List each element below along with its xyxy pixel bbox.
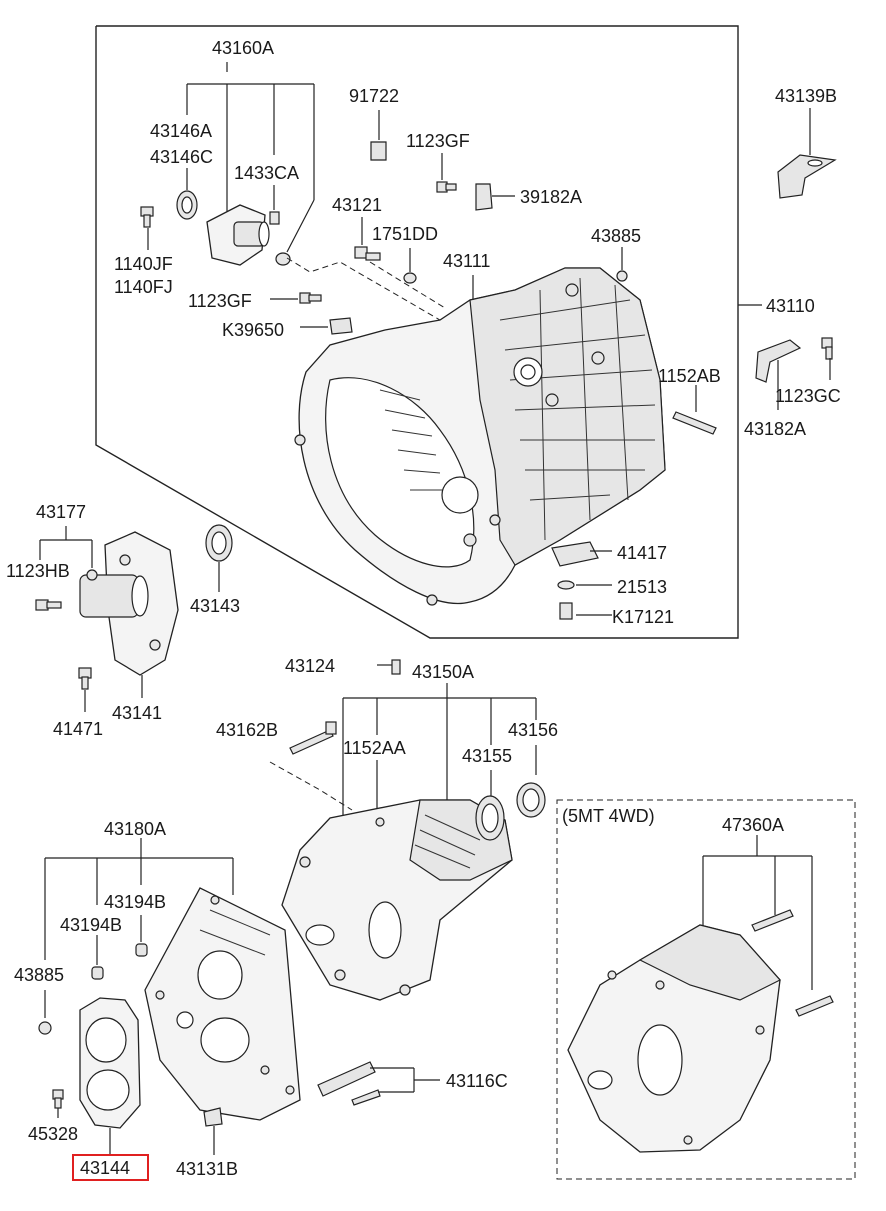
part-number-labels: 43160A 43146A 43146C 1433CA 1140JF 1140F… <box>6 38 841 1179</box>
rear-cover-43180a <box>38 838 301 1155</box>
label-43150a: 43150A <box>412 662 474 682</box>
label-43162b: 43162B <box>216 720 278 740</box>
label-1140jf: 1140JF <box>114 254 173 274</box>
label-1123gf-left: 1123GF <box>188 291 252 311</box>
highlight-box-43144 <box>72 1154 149 1181</box>
label-43144: 43144 <box>80 1158 130 1178</box>
label-43139b: 43139B <box>775 86 837 106</box>
label-1123hb: 1123HB <box>6 561 70 581</box>
label-1123gc: 1123GC <box>775 386 841 406</box>
sensor-and-bolt-parts <box>354 110 628 284</box>
label-5mt-4wd: (5MT 4WD) <box>562 806 655 826</box>
label-k39650: K39650 <box>222 320 284 340</box>
label-43141: 43141 <box>112 703 162 723</box>
label-39182a: 39182A <box>520 187 582 207</box>
label-21513: 21513 <box>617 577 667 597</box>
label-43143: 43143 <box>190 596 240 616</box>
label-43110: 43110 <box>766 296 815 316</box>
option-5mt-4wd-frame <box>556 799 856 1180</box>
breather-43116c <box>317 1061 440 1106</box>
label-1152ab: 1152AB <box>658 366 721 386</box>
label-43155: 43155 <box>462 746 512 766</box>
label-1140fj: 1140FJ <box>114 277 173 297</box>
extension-housing-43150a <box>269 659 546 1001</box>
label-1152aa: 1152AA <box>343 738 406 758</box>
label-43121: 43121 <box>332 195 382 215</box>
label-43885-bottom: 43885 <box>14 965 64 985</box>
label-41471: 41471 <box>53 719 103 739</box>
label-1751dd: 1751DD <box>372 224 438 244</box>
label-43182a: 43182A <box>744 419 806 439</box>
label-1433ca: 1433CA <box>234 163 299 183</box>
extension-cover-43141 <box>35 526 179 712</box>
label-47360a: 47360A <box>722 815 784 835</box>
label-41417: 41417 <box>617 543 667 563</box>
label-43124: 43124 <box>285 656 335 676</box>
oil-seal-43143 <box>205 524 233 592</box>
label-k17121: K17121 <box>612 607 674 627</box>
label-43111: 43111 <box>443 251 490 271</box>
bracket-43182a <box>755 337 833 410</box>
label-43194b-lower: 43194B <box>60 915 122 935</box>
transmission-case-drawing <box>294 247 717 620</box>
label-91722: 91722 <box>349 86 399 106</box>
label-1123gf-top: 1123GF <box>406 131 470 151</box>
bracket-43139b <box>777 108 837 199</box>
label-43180a: 43180A <box>104 819 166 839</box>
label-43194b-upper: 43194B <box>104 892 166 912</box>
label-43156: 43156 <box>508 720 558 740</box>
label-43146a: 43146A <box>150 121 212 141</box>
label-43885-top: 43885 <box>591 226 641 246</box>
label-43116c: 43116C <box>446 1071 508 1091</box>
label-43146c: 43146C <box>150 147 213 167</box>
label-43160a: 43160A <box>212 38 274 58</box>
bearing-retainer-group <box>140 62 446 335</box>
main-case-group-frame <box>95 25 762 639</box>
label-45328: 45328 <box>28 1124 78 1144</box>
label-43131b: 43131B <box>176 1159 238 1179</box>
label-43177: 43177 <box>36 502 86 522</box>
